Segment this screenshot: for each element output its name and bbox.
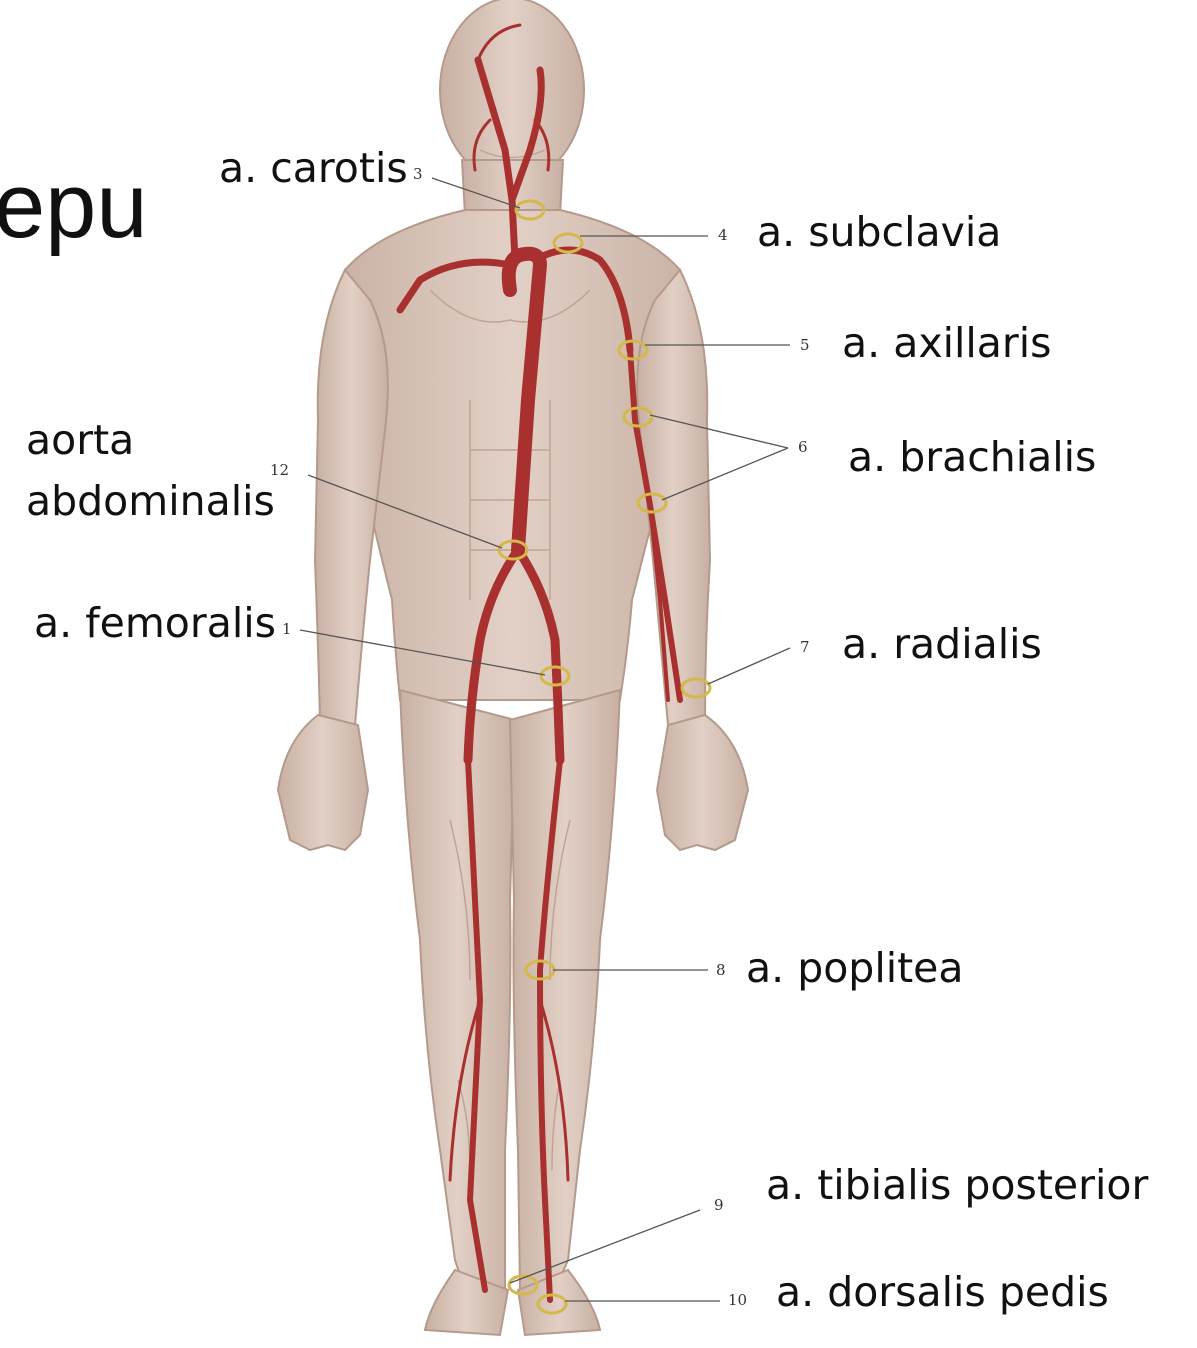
label-femoralis: a. femoralis [34, 603, 276, 644]
number-9: 9 [714, 1198, 724, 1213]
label-poplitea: a. poplitea [746, 948, 964, 989]
label-dorsalis-pedis: a. dorsalis pedis [776, 1272, 1109, 1313]
label-subclavia: a. subclavia [757, 212, 1001, 253]
label-aorta-line2: abdominalis [26, 481, 275, 522]
label-radialis: a. radialis [842, 624, 1042, 665]
leader-radialis [708, 648, 790, 684]
label-aorta-line1: aorta [26, 420, 134, 461]
left-hand [657, 715, 748, 850]
left-leg [510, 690, 620, 1290]
number-8: 8 [716, 963, 726, 978]
number-3: 3 [413, 167, 423, 182]
number-6: 6 [798, 440, 808, 455]
right-leg [400, 690, 515, 1290]
label-brachialis: a. brachialis [848, 437, 1096, 478]
label-carotis: a. carotis [219, 148, 408, 189]
number-5: 5 [800, 338, 810, 353]
number-1: 1 [282, 622, 292, 637]
number-7: 7 [800, 640, 810, 655]
label-axillaris: a. axillaris [842, 323, 1051, 364]
right-arm [315, 270, 388, 725]
label-tibialis-posterior: a. tibialis posterior [766, 1165, 1148, 1206]
number-10: 10 [728, 1293, 747, 1308]
number-12: 12 [270, 463, 289, 478]
right-hand [278, 715, 368, 850]
number-4: 4 [718, 228, 728, 243]
